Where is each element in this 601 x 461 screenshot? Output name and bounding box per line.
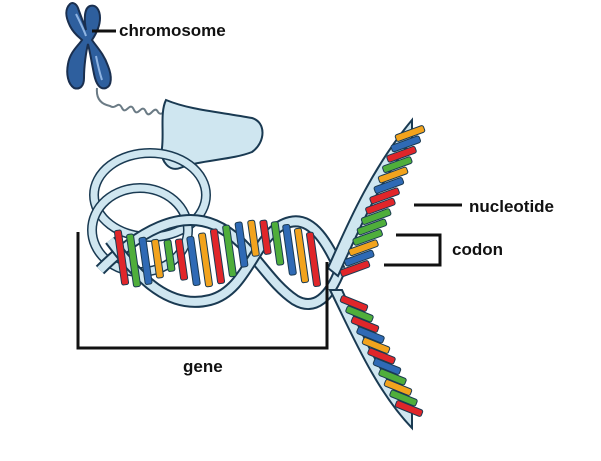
nucleotide-base [339, 260, 371, 277]
base-pair-bar [234, 221, 249, 268]
nucleotide-base [373, 177, 405, 194]
base-pair-bar [209, 228, 226, 285]
base-pair-bar [174, 238, 189, 281]
base-pair-bar [163, 239, 176, 272]
base-pair-bar [138, 236, 153, 285]
nucleotide-base [345, 305, 374, 323]
base-pair-bar [282, 223, 297, 276]
nucleotide-label: nucleotide [469, 197, 554, 216]
chromatin-fiber [95, 87, 171, 116]
gene-bracket [76, 232, 329, 350]
nucleotide-base [390, 135, 421, 153]
base-pair-bar [151, 238, 164, 279]
base-pair-bar [113, 229, 130, 286]
nucleotide-base [377, 166, 409, 184]
upper-strand-bases [339, 125, 426, 277]
base-pair-bar [306, 231, 321, 288]
nucleotide-base [352, 228, 383, 246]
nucleotide-base [394, 400, 424, 417]
helix-backbones [95, 214, 346, 311]
chromosome-icon [65, 2, 112, 90]
base-pair-bar [222, 224, 237, 278]
base-pair-bar [293, 227, 310, 284]
base-pair-bar [259, 219, 272, 255]
nucleotide-base [361, 337, 391, 354]
gene-label: gene [183, 357, 223, 376]
chromosome-label: chromosome [119, 21, 226, 40]
base-pair-bar [198, 232, 213, 288]
nucleotide-base [344, 249, 375, 267]
chromatin-tube [160, 98, 264, 170]
nucleotide-base [356, 218, 388, 236]
nucleotide-base [382, 156, 413, 174]
nucleotide-base [348, 239, 379, 257]
base-pair-bar [247, 219, 260, 257]
lower-strand-bases [339, 295, 424, 417]
nucleotide-base [365, 197, 396, 215]
nucleotide-base [372, 358, 402, 375]
nucleotide-base [360, 208, 392, 225]
nucleotide-base [389, 389, 418, 407]
nucleotide-base [339, 295, 369, 312]
nucleotide-base [367, 347, 396, 365]
nucleotide-base [383, 379, 413, 396]
base-pair-bar [126, 233, 141, 288]
codon-bracket [384, 233, 442, 267]
nucleotide-base [350, 316, 380, 333]
helix-base-pairs [113, 219, 321, 288]
nucleotide-base [378, 368, 407, 386]
base-pair-bar [186, 235, 201, 287]
base-pair-bar [270, 221, 285, 266]
nucleotide-base [356, 326, 385, 344]
nucleotide-base [394, 125, 426, 142]
nucleotide-base [386, 145, 417, 163]
nucleotide-base [369, 187, 400, 205]
codon-label: codon [452, 240, 503, 259]
